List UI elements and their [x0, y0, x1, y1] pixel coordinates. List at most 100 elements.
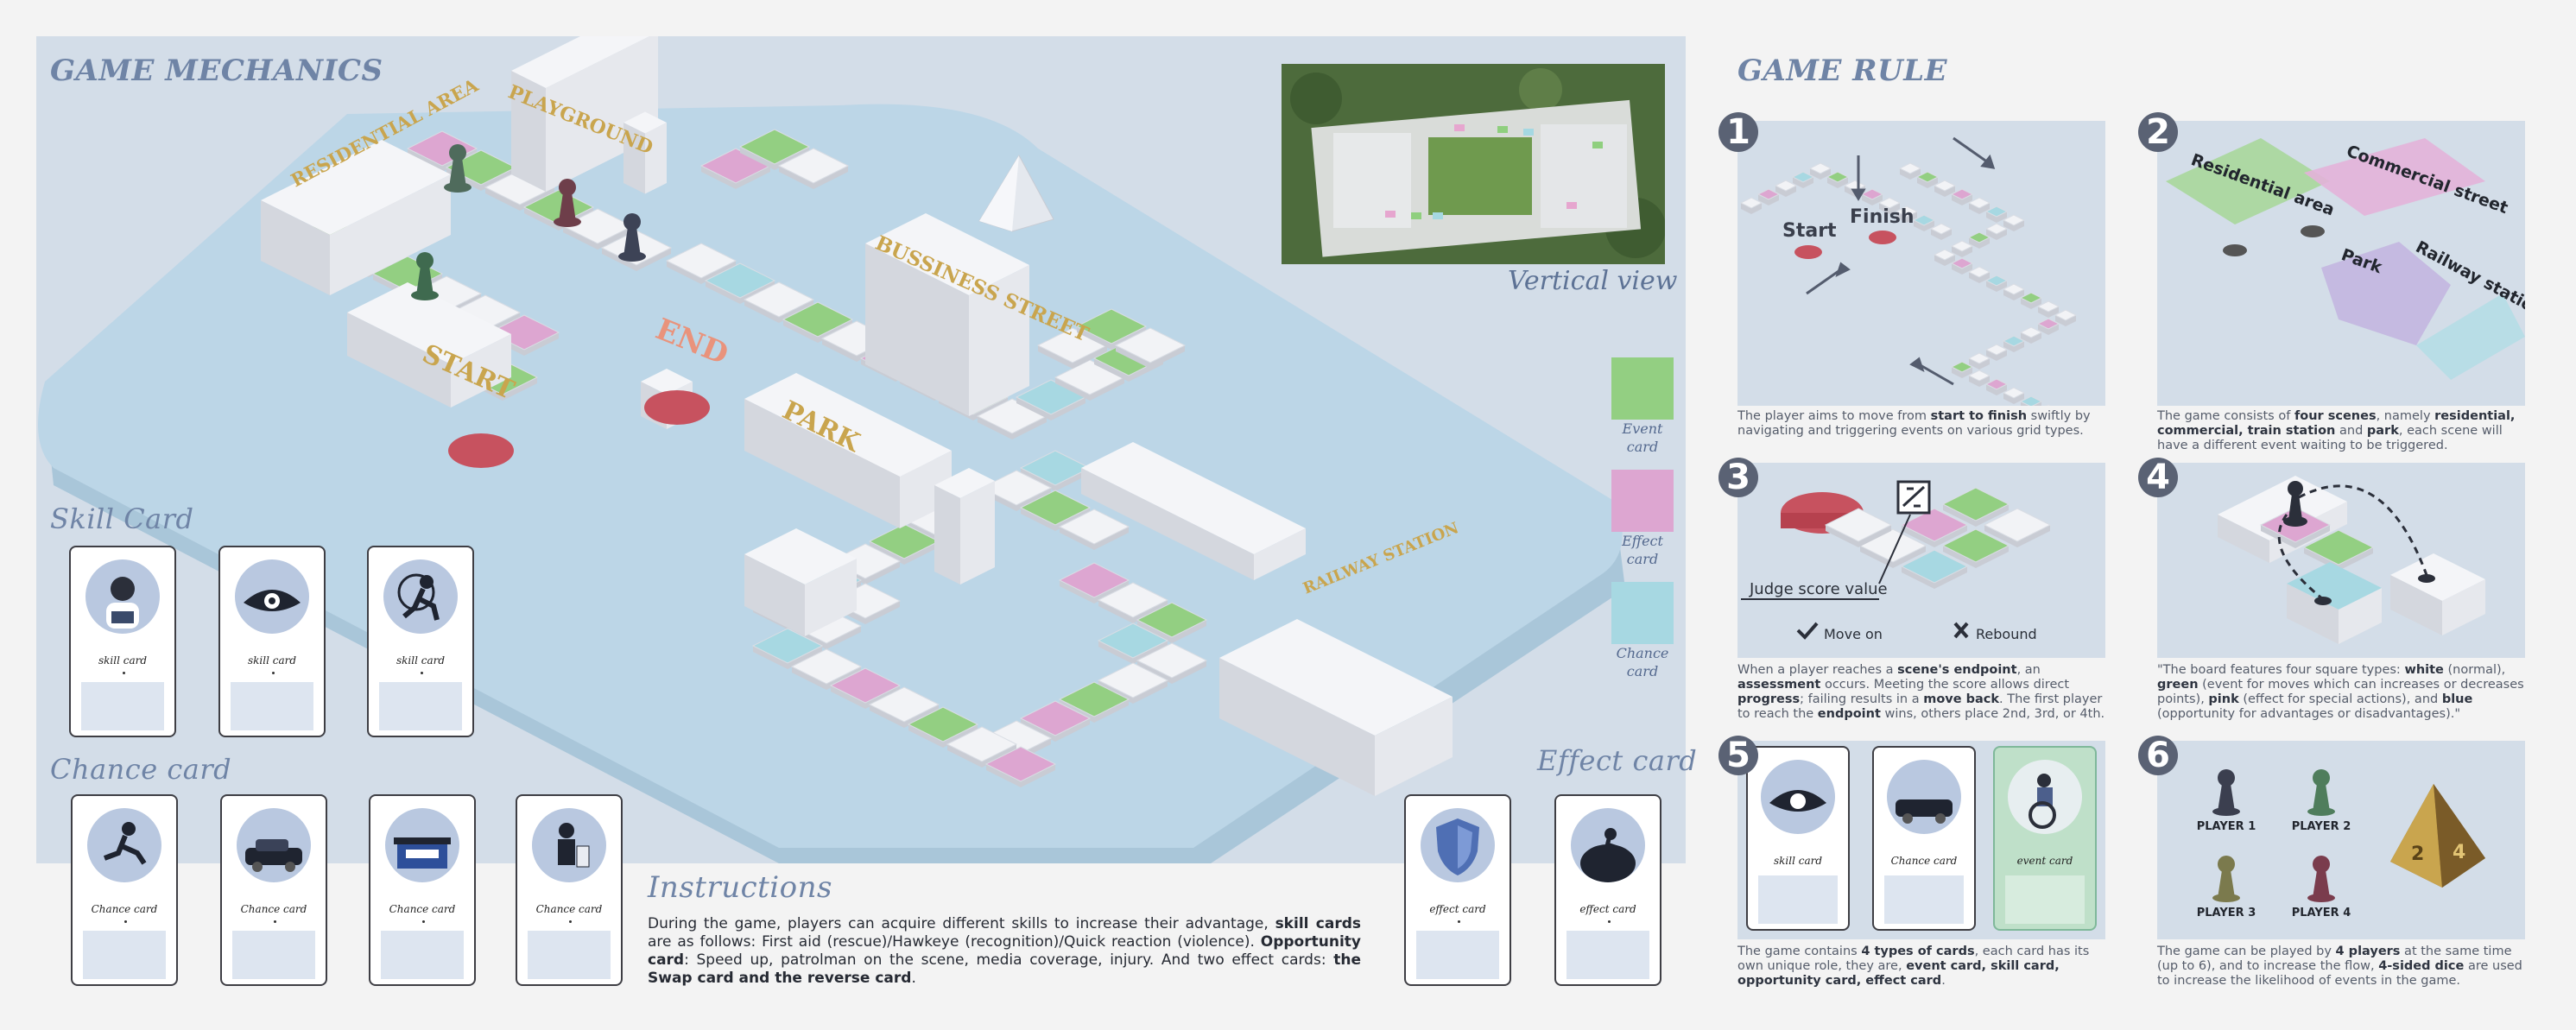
- judge-score-label: Judge score value: [1749, 580, 1888, 598]
- rule-1-tile: [1933, 249, 1957, 261]
- four-sided-dice-icon: 2 4: [2390, 784, 2485, 888]
- board-tile: [829, 667, 902, 704]
- park-building: [744, 399, 900, 528]
- rule-1-tile: [1929, 223, 1953, 235]
- rebound-label: Rebound: [1976, 626, 2037, 642]
- hawkeye-eye-icon: [1761, 760, 1835, 834]
- skill-card-1[interactable]: skill card: [69, 546, 176, 737]
- chance-card-4[interactable]: Chance card: [516, 794, 623, 986]
- rule-3-tile: [1941, 528, 2010, 563]
- legend-effect-swatch: [1611, 470, 1674, 532]
- card-dot: [1458, 920, 1460, 923]
- residential-building: [261, 140, 451, 235]
- rule-1-tile: [2019, 326, 2043, 338]
- park-building: [744, 373, 952, 477]
- rule-3-assessment-diagram: Judge score value Move on Rebound: [1741, 480, 2052, 642]
- target-dot: [2418, 574, 2435, 583]
- card-dot: [124, 920, 127, 923]
- start-building: [347, 313, 451, 408]
- board-tile-side: [1137, 620, 1206, 643]
- rule-5-chance-card[interactable]: Chance card: [1872, 746, 1976, 931]
- skill-card-2[interactable]: skill card: [218, 546, 326, 737]
- skill-card-1-name: skill card: [98, 654, 148, 667]
- board-tile: [751, 628, 824, 664]
- effect-card-1-desc: [1416, 931, 1499, 979]
- move-on-label: Move on: [1824, 626, 1883, 642]
- rule-5-chance-name: Chance card: [1890, 855, 1958, 867]
- board-tile: [1058, 681, 1130, 717]
- board-tile: [1075, 308, 1148, 344]
- chance-card-3[interactable]: Chance card: [369, 794, 476, 986]
- player-label: PLAYER 1: [2196, 820, 2256, 833]
- pawn-icon: [554, 179, 581, 227]
- rule-4-white-block: [2218, 515, 2269, 563]
- rule-1-tile: [2036, 318, 2060, 330]
- board-tile-side: [986, 764, 1055, 787]
- rule-4-blue-block: [2287, 584, 2339, 644]
- scene-pad: [2301, 225, 2325, 237]
- board-tile-side: [1038, 345, 1107, 369]
- card-dot: [421, 672, 423, 674]
- rule-1-tile: [1933, 180, 1957, 192]
- small-building: [744, 554, 805, 636]
- rule-5-number: 5: [1718, 736, 1758, 775]
- start-pad: [448, 433, 514, 468]
- rule-5-skill-name: skill card: [1773, 855, 1823, 867]
- rule-1-tile: [1756, 188, 1781, 200]
- runner-icon: [87, 808, 161, 882]
- swap-globe-icon: [1571, 808, 1645, 882]
- rule-1-tile: [2036, 300, 2060, 313]
- pawn-icon: [444, 144, 472, 193]
- effect-card-2-desc: [1566, 931, 1649, 979]
- rule-3-tile: [1900, 549, 1969, 584]
- rule-5-panel: skill card Chance card event card: [1737, 741, 2105, 939]
- tower-building: [934, 485, 960, 585]
- instructions-title: Instructions: [648, 870, 832, 905]
- judge-pointer: [1878, 514, 1911, 585]
- skill-card-2-name: skill card: [247, 654, 297, 667]
- board-tile: [1019, 490, 1092, 526]
- board-tile: [1097, 582, 1169, 618]
- quick-reaction-runner-icon: [383, 559, 458, 634]
- wheelchair-icon: [2008, 760, 2082, 834]
- rule-1-number: 1: [1718, 112, 1758, 152]
- board-tile-side: [1094, 358, 1163, 382]
- rule-4-panel: [2157, 463, 2525, 658]
- pawn-icon: [411, 252, 439, 300]
- svg-text:2: 2: [2411, 844, 2424, 865]
- rule-2-panel: Residential area Commercial street Park …: [2157, 121, 2547, 406]
- rule-5-event-card[interactable]: event card: [1993, 746, 2097, 931]
- player-label: PLAYER 2: [2291, 820, 2351, 833]
- rule-1-tile: [1808, 162, 1832, 174]
- pawn-icon: [2212, 769, 2240, 816]
- news-stand-icon: [385, 808, 459, 882]
- board-tile-side: [1902, 566, 1967, 589]
- rule-5-skill-card[interactable]: skill card: [1746, 746, 1850, 931]
- rule-3-tile: [1983, 508, 2052, 542]
- rule-1-start-pad: [1794, 245, 1822, 259]
- chance-card-4-name: Chance card: [535, 903, 603, 915]
- rule-1-tile: [1877, 197, 1902, 209]
- start-building: [347, 282, 511, 364]
- railway-station-building: [1254, 528, 1306, 580]
- rule-3-panel: Judge score value Move on Rebound: [1737, 463, 2105, 658]
- chance-card-2[interactable]: Chance card: [220, 794, 327, 986]
- rule-2-scenes-diagram: Residential area Commercial street Park …: [2166, 138, 2547, 380]
- board-tile: [1136, 642, 1208, 679]
- board-tile: [1097, 662, 1169, 698]
- skill-card-3[interactable]: skill card: [367, 546, 474, 737]
- board-tile: [1136, 602, 1208, 638]
- board-tile: [743, 281, 815, 318]
- rule-1-tile: [1898, 162, 1922, 174]
- pawn-icon: [2212, 856, 2240, 902]
- station-block-building: [1375, 697, 1453, 796]
- column-building: [623, 123, 645, 194]
- board-tile: [1058, 509, 1130, 545]
- column-building: [645, 123, 667, 194]
- effect-card-2[interactable]: effect card: [1554, 794, 1661, 986]
- business-street-building: [865, 213, 1029, 295]
- chance-card-1[interactable]: Chance card: [71, 794, 178, 986]
- effect-card-1[interactable]: effect card: [1404, 794, 1511, 986]
- residential-building: [261, 200, 330, 295]
